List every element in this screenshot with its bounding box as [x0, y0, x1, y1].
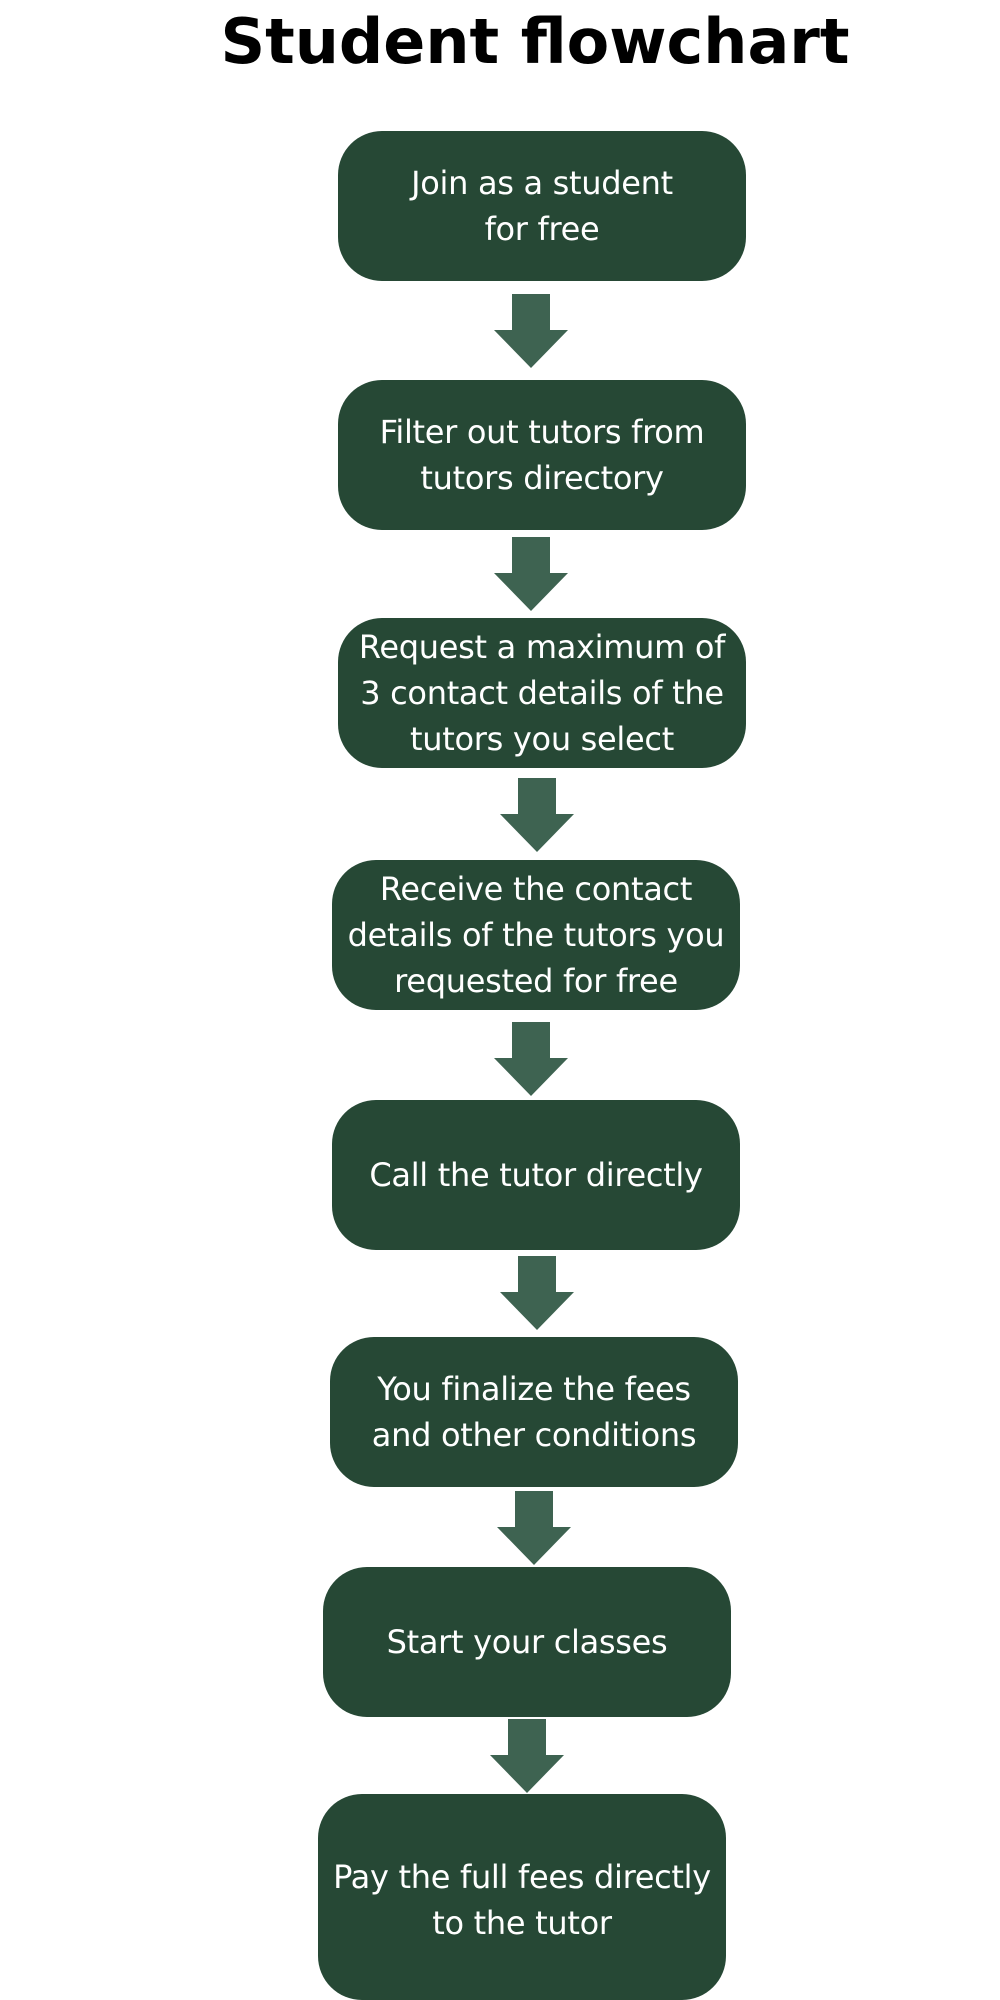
down-arrow-icon	[494, 294, 568, 368]
flow-step-label: Pay the full fees directly to the tutor	[333, 1858, 711, 1942]
flow-step-receive: Receive the contact details of the tutor…	[332, 860, 740, 1010]
flow-step-label: Start your classes	[386, 1623, 668, 1661]
flow-step-call: Call the tutor directly	[332, 1100, 740, 1250]
flow-step-start: Start your classes	[323, 1567, 731, 1717]
flow-step-label: Receive the contact details of the tutor…	[347, 870, 725, 1000]
down-arrow-icon	[494, 1022, 568, 1096]
flow-step-label: Filter out tutors from tutors directory	[379, 413, 705, 497]
flow-step-label: Join as a student for free	[411, 164, 673, 248]
down-arrow-icon	[494, 537, 568, 611]
flow-step-filter: Filter out tutors from tutors directory	[338, 380, 746, 530]
flow-step-label: Request a maximum of 3 contact details o…	[358, 628, 726, 758]
down-arrow-icon	[500, 1256, 574, 1330]
flow-step-finalize: You finalize the fees and other conditio…	[330, 1337, 738, 1487]
flow-step-pay: Pay the full fees directly to the tutor	[318, 1794, 726, 2000]
down-arrow-icon	[500, 778, 574, 852]
down-arrow-icon	[490, 1719, 564, 1793]
flow-step-label: You finalize the fees and other conditio…	[371, 1370, 697, 1454]
flow-step-label: Call the tutor directly	[369, 1156, 703, 1194]
down-arrow-icon	[497, 1491, 571, 1565]
flow-step-request: Request a maximum of 3 contact details o…	[338, 618, 746, 768]
flow-step-join: Join as a student for free	[338, 131, 746, 281]
page-title: Student flowchart	[220, 5, 850, 78]
